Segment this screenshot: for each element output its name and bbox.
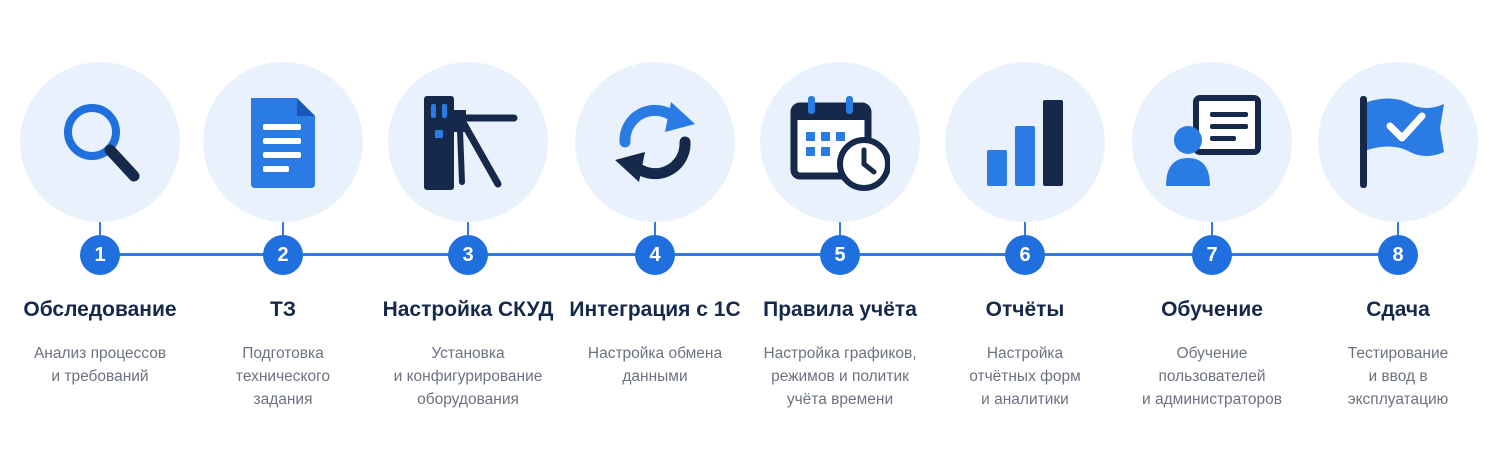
calendar-clock-icon — [790, 96, 890, 191]
step-description-line: и администраторов — [1142, 391, 1282, 408]
connector — [282, 222, 284, 236]
step-number-badge: 6 — [1005, 235, 1045, 275]
connector — [654, 222, 656, 236]
step-description-line: оборудования — [417, 391, 519, 408]
step-description-line: задания — [253, 391, 313, 408]
step-description-line: и конфигурирование — [393, 368, 543, 385]
step-title: Интеграция с 1С — [569, 298, 741, 321]
step-description-line: учёта времени — [786, 391, 894, 408]
connector — [99, 222, 101, 236]
step-description-line: эксплуатацию — [1347, 391, 1449, 408]
icon-circle — [760, 62, 920, 222]
step-number-badge: 8 — [1378, 235, 1418, 275]
document-icon — [251, 98, 315, 188]
step-description: Настройка обмена данными — [545, 342, 765, 388]
icon-circle — [575, 62, 735, 222]
icon-circle — [203, 62, 363, 222]
turnstile-icon — [424, 96, 518, 190]
icon-circle — [388, 62, 548, 222]
step-number-badge: 4 — [635, 235, 675, 275]
step-description-line: Настройка — [986, 345, 1064, 362]
flag-check-icon — [1360, 96, 1444, 188]
step-description-line: пользователей — [1158, 368, 1266, 385]
connector — [467, 222, 469, 236]
step-title: Обследование — [23, 298, 177, 321]
connector — [839, 222, 841, 236]
step-description-line: отчётных форм — [969, 368, 1081, 385]
step-description: Настройка отчётных форм и аналитики — [915, 342, 1135, 411]
step-number-badge: 5 — [820, 235, 860, 275]
icon-circle — [1318, 62, 1478, 222]
step-title: Обучение — [1161, 298, 1263, 321]
connector — [1211, 222, 1213, 236]
step-description: Установка и конфигурирование оборудовани… — [358, 342, 578, 411]
presentation-icon — [1166, 95, 1261, 186]
step-description-line: Подготовка — [242, 345, 324, 362]
icon-circle — [20, 62, 180, 222]
bar-chart-icon — [987, 100, 1063, 186]
step-description-line: Тестирование — [1347, 345, 1449, 362]
step-number-badge: 7 — [1192, 235, 1232, 275]
step-description: Тестирование и ввод в эксплуатацию — [1288, 342, 1501, 411]
step-description-line: данными — [622, 368, 688, 385]
step-description: Настройка графиков, режимов и политик уч… — [730, 342, 950, 411]
step-description-line: и ввод в — [1368, 368, 1428, 385]
connector — [1397, 222, 1399, 236]
step-description: Обучение пользователей и администраторов — [1102, 342, 1322, 411]
step-description-line: режимов и политик — [771, 368, 909, 385]
step-title: Настройка СКУД — [382, 298, 554, 321]
connector — [1024, 222, 1026, 236]
search-icon — [64, 104, 140, 182]
step-description-line: Обучение — [1176, 345, 1248, 362]
step-description-line: Настройка обмена — [587, 345, 723, 362]
step-description: Анализ процессов и требований — [0, 342, 210, 388]
step-description-line: и требований — [51, 368, 149, 385]
step-number-badge: 1 — [80, 235, 120, 275]
icon-circle — [1132, 62, 1292, 222]
step-description-line: и аналитики — [981, 391, 1069, 408]
step-number-badge: 3 — [448, 235, 488, 275]
sync-icon — [615, 102, 695, 182]
step-description-line: технического — [235, 368, 331, 385]
step-number-badge: 2 — [263, 235, 303, 275]
step-description-line: Настройка графиков, — [763, 345, 917, 362]
step-description: Подготовка технического задания — [173, 342, 393, 411]
icon-circle — [945, 62, 1105, 222]
timeline-line — [100, 253, 1398, 256]
step-title: Отчёты — [985, 298, 1065, 321]
step-title: ТЗ — [270, 298, 296, 321]
step-title: Сдача — [1366, 298, 1430, 321]
step-title: Правила учёта — [763, 298, 917, 321]
step-description-line: Установка — [431, 345, 505, 362]
step-description-line: Анализ процессов — [33, 345, 167, 362]
